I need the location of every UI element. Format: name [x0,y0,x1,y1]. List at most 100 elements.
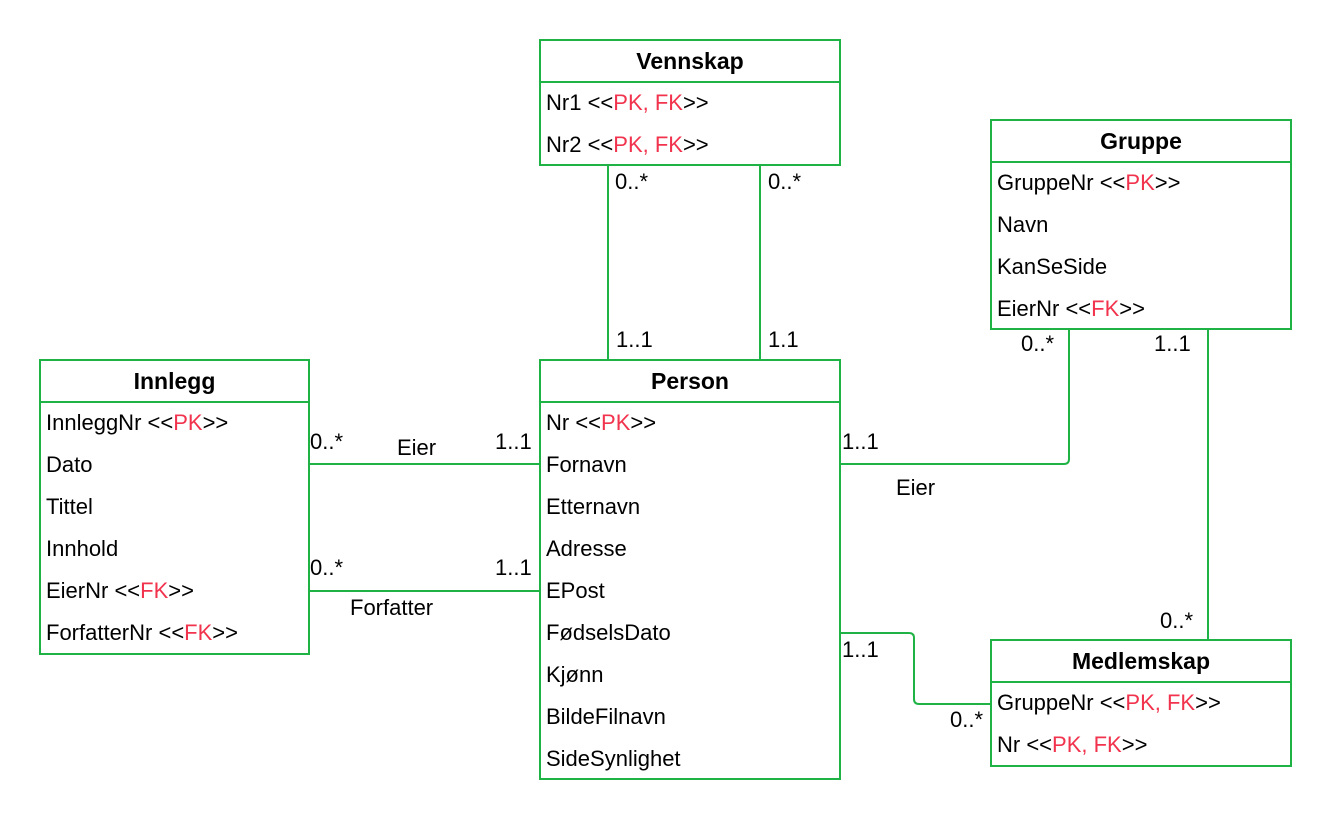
key-bracket-close: >> [1119,296,1145,321]
attribute-name: Navn [997,212,1049,237]
attribute-name: Kjønn [546,662,604,687]
attribute-row: GruppeNr <<PK, FK>> [992,683,1290,725]
key-marker: PK [173,410,203,435]
mult-person-forfatter: 1..1 [495,555,532,580]
key-bracket-close: >> [212,620,238,645]
attribute-name: KanSeSide [997,254,1108,279]
key-bracket-open: << [569,410,602,435]
mult-gruppe-eier: 0..* [1021,331,1055,356]
key-marker: FK [184,620,213,645]
entity-title: Vennskap [541,41,839,83]
entity-title: Person [541,361,839,403]
attribute-row: Nr <<PK, FK>> [992,725,1290,767]
attribute-row: Fornavn [541,445,839,487]
attribute-row: Nr1 <<PK, FK>> [541,83,839,125]
entity-title: Gruppe [992,121,1290,163]
attribute-name: Nr [997,732,1021,757]
mult-person-medlemskap: 1..1 [842,637,879,662]
key-bracket-open: << [1020,732,1053,757]
attribute-name: Fornavn [546,452,627,477]
key-marker: FK [140,578,169,603]
attribute-row: Etternavn [541,487,839,529]
key-bracket-close: >> [168,578,194,603]
key-bracket-open: << [141,410,174,435]
attribute-name: Innhold [46,536,119,561]
key-bracket-open: << [1093,170,1126,195]
attribute-row: BildeFilnavn [541,697,839,739]
attribute-row: Kjønn [541,655,839,697]
attribute-name: Nr1 [546,90,582,115]
mult-gruppe-medlemskap: 1..1 [1154,331,1191,356]
attribute-row: FødselsDato [541,613,839,655]
key-bracket-close: >> [202,410,229,435]
key-marker: PK, FK [1125,690,1196,715]
attribute-name: EPost [546,578,605,603]
key-bracket-open: << [152,620,185,645]
attribute-name: Etternavn [546,494,641,519]
key-marker: PK, FK [613,90,683,115]
attribute-name: BildeFilnavn [546,704,666,729]
key-marker: FK [1091,296,1120,321]
attribute-row: EPost [541,571,839,613]
key-marker: PK, FK [1052,732,1122,757]
attribute-row: InnleggNr <<PK>> [41,403,308,445]
mult-person-right: 1.1 [768,327,799,352]
key-bracket-close: >> [1121,732,1148,757]
key-bracket-close: >> [682,90,709,115]
attribute-name: Dato [46,452,93,477]
attribute-row: EierNr <<FK>> [41,571,308,613]
mult-medlemskap-person: 0..* [950,707,984,732]
mult-medlemskap-gruppe: 0..* [1160,608,1194,633]
attribute-row: SideSynlighet [541,739,839,781]
attribute-row: GruppeNr <<PK>> [992,163,1290,205]
attribute-name: EierNr [997,296,1060,321]
entity-medlemskap[interactable]: Medlemskap GruppeNr <<PK, FK>>Nr <<PK, F… [990,639,1292,767]
mult-vennskap-left: 0..* [615,169,649,194]
attribute-name: Nr2 [546,132,582,157]
attribute-row: Adresse [541,529,839,571]
key-bracket-open: << [1093,690,1126,715]
attribute-row: Nr2 <<PK, FK>> [541,125,839,167]
mult-person-eier: 1..1 [495,429,532,454]
key-marker: PK [1125,170,1155,195]
line-person-medlemskap [840,632,990,705]
mult-innlegg-forfatter: 0..* [310,555,344,580]
attribute-name: FødselsDato [546,620,671,645]
key-bracket-open: << [581,90,614,115]
relationship-label-forfatter: Forfatter [350,595,434,620]
attribute-name: InnleggNr [46,410,142,435]
mult-vennskap-right: 0..* [768,169,802,194]
attribute-list: Nr1 <<PK, FK>>Nr2 <<PK, FK>> [541,83,839,167]
entity-title: Innlegg [41,361,308,403]
attribute-name: ForfatterNr [46,620,153,645]
attribute-row: KanSeSide [992,247,1290,289]
attribute-name: GruppeNr [997,170,1094,195]
attribute-name: Tittel [46,494,93,519]
attribute-name: Adresse [546,536,627,561]
attribute-row: Nr <<PK>> [541,403,839,445]
mult-innlegg-eier: 0..* [310,429,344,454]
key-bracket-close: >> [1195,690,1221,715]
attribute-row: EierNr <<FK>> [992,289,1290,331]
attribute-row: Innhold [41,529,308,571]
key-bracket-close: >> [682,132,709,157]
relationship-label-eier: Eier [397,435,437,460]
attribute-name: SideSynlighet [546,746,681,771]
attribute-row: ForfatterNr <<FK>> [41,613,308,655]
attribute-row: Tittel [41,487,308,529]
attribute-row: Navn [992,205,1290,247]
attribute-name: EierNr [46,578,109,603]
entity-vennskap[interactable]: Vennskap Nr1 <<PK, FK>>Nr2 <<PK, FK>> [539,39,841,166]
mult-person-gruppe-eier: 1..1 [842,429,879,454]
key-bracket-close: >> [630,410,657,435]
attribute-list: GruppeNr <<PK, FK>>Nr <<PK, FK>> [992,683,1290,767]
line-person-gruppe-eier [840,330,1070,465]
key-bracket-open: << [581,132,614,157]
mult-person-left: 1..1 [616,327,653,352]
